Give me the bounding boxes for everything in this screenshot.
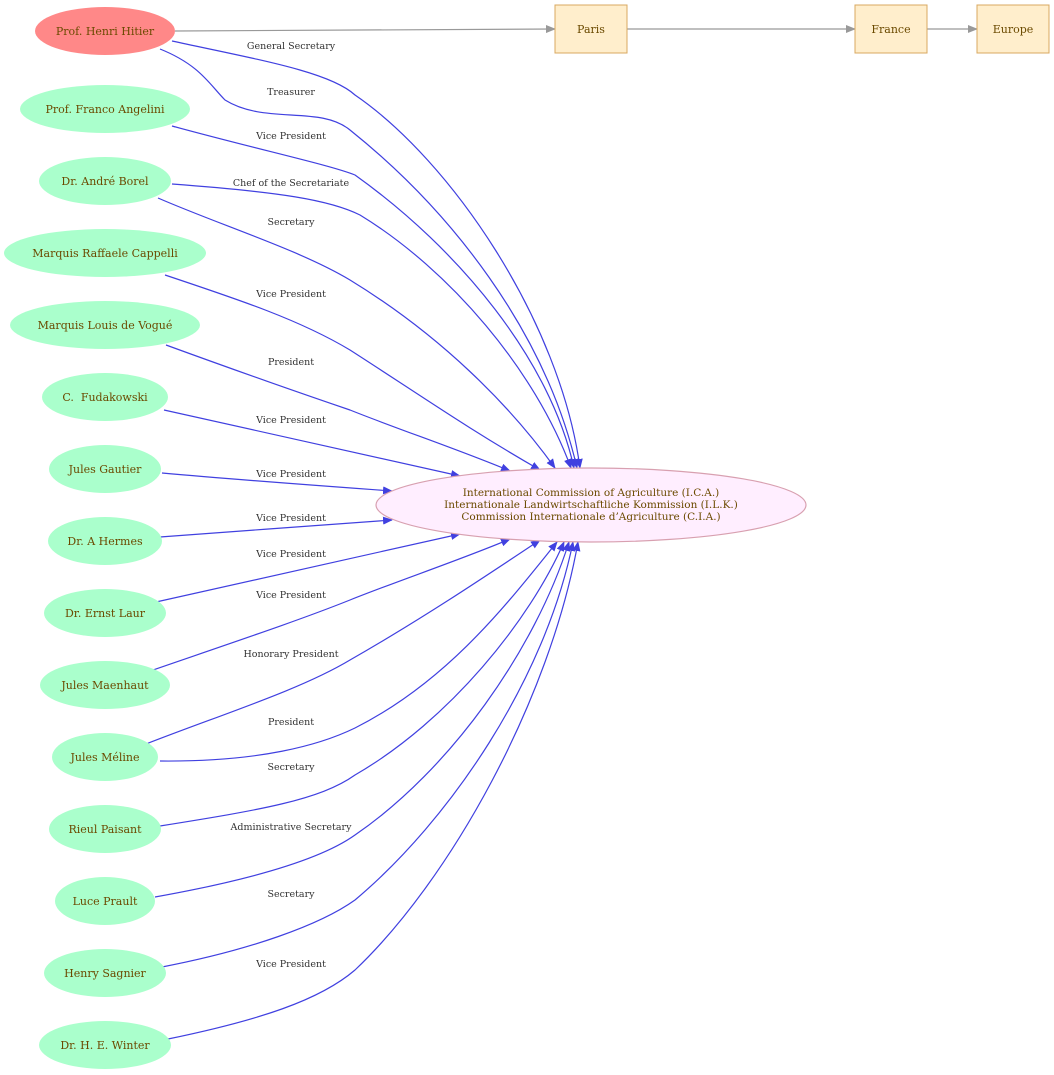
node-label-line: International Commission of Agriculture … bbox=[463, 487, 720, 499]
edge-vogue-president bbox=[165, 344, 511, 472]
edge-label: General Secretary bbox=[247, 41, 336, 52]
edge-label: Vice President bbox=[255, 469, 326, 480]
edge-label: Vice President bbox=[255, 590, 326, 601]
edge-hitier-treasurer bbox=[159, 48, 579, 469]
node-person[interactable]: C. Fudakowski bbox=[42, 373, 168, 421]
node-person[interactable]: Dr. A Hermes bbox=[48, 517, 162, 565]
node-person[interactable]: Jules Gautier bbox=[49, 445, 161, 493]
node-person[interactable]: Jules Maenhaut bbox=[40, 661, 170, 709]
node-shape bbox=[35, 7, 175, 55]
edge-label: Honorary President bbox=[243, 649, 338, 660]
node-person[interactable]: Henry Sagnier bbox=[44, 949, 166, 997]
node-label: Dr. Ernst Laur bbox=[65, 607, 146, 620]
node-shape bbox=[976, 4, 1050, 54]
edge-sagnier-secretary bbox=[161, 541, 576, 968]
node-person[interactable]: Jules Méline bbox=[52, 733, 158, 781]
edge-fudakowski-vice-president bbox=[163, 409, 461, 478]
edge-label: Vice President bbox=[255, 549, 326, 560]
edge-label: Vice President bbox=[255, 959, 326, 970]
node-label: C. Fudakowski bbox=[62, 391, 148, 404]
edge-label: Vice President bbox=[255, 415, 326, 426]
edge-hermes-vice-president bbox=[159, 516, 393, 538]
node-shape bbox=[42, 373, 168, 421]
node-place-france[interactable]: France bbox=[854, 4, 928, 54]
node-shape bbox=[10, 301, 200, 349]
node-label: Paris bbox=[577, 23, 605, 36]
node-place-europe[interactable]: Europe bbox=[976, 4, 1050, 54]
node-shape bbox=[854, 4, 928, 54]
node-person[interactable]: Dr. H. E. Winter bbox=[39, 1021, 171, 1069]
node-shape bbox=[55, 877, 155, 925]
edge-label: Secretary bbox=[267, 889, 315, 900]
node-shape bbox=[39, 157, 171, 205]
edge-label: Secretary bbox=[267, 217, 315, 228]
node-shape bbox=[49, 445, 161, 493]
node-person[interactable]: Prof. Franco Angelini bbox=[20, 85, 190, 133]
node-shape bbox=[20, 85, 190, 133]
node-shape bbox=[4, 229, 206, 277]
edge-label: Secretary bbox=[267, 762, 315, 773]
node-main-person[interactable]: Prof. Henri Hitier bbox=[35, 7, 175, 55]
edge-winter-vice-president bbox=[167, 541, 581, 1040]
node-label: Marquis Raffaele Cappelli bbox=[32, 247, 178, 260]
edge-label: Vice President bbox=[255, 289, 326, 300]
edge-angelini-vice-president bbox=[171, 125, 576, 469]
edge-meline-honorary-president bbox=[145, 539, 541, 745]
node-shape bbox=[554, 4, 628, 54]
node-shape bbox=[44, 949, 166, 997]
edge-label: Vice President bbox=[255, 513, 326, 524]
node-shape bbox=[40, 661, 170, 709]
node-label: Rieul Paisant bbox=[68, 823, 142, 836]
node-person[interactable]: Marquis Louis de Vogué bbox=[10, 301, 200, 349]
node-person[interactable]: Rieul Paisant bbox=[49, 805, 161, 853]
node-label: Dr. H. E. Winter bbox=[60, 1039, 150, 1052]
edge-label: Chef of the Secretariate bbox=[233, 178, 350, 189]
node-label: Henry Sagnier bbox=[64, 967, 146, 980]
edge-paisant-secretary bbox=[159, 541, 565, 827]
edge-label: Treasurer bbox=[267, 87, 315, 98]
node-label: Dr. A Hermes bbox=[67, 535, 143, 548]
edge-label: Vice President bbox=[255, 131, 326, 142]
node-person[interactable]: Dr. André Borel bbox=[39, 157, 171, 205]
node-label: Luce Prault bbox=[73, 895, 138, 908]
node-shape bbox=[375, 467, 807, 543]
node-shape bbox=[44, 589, 166, 637]
edge-hitier-general-secretary bbox=[171, 40, 583, 469]
node-person[interactable]: Marquis Raffaele Cappelli bbox=[4, 229, 206, 277]
node-label: Jules Gautier bbox=[68, 463, 143, 476]
edge-laur-vice-president bbox=[155, 532, 461, 603]
edge-label: President bbox=[268, 717, 314, 728]
edge-label: President bbox=[268, 357, 314, 368]
edge-meline-president bbox=[159, 541, 558, 762]
node-person[interactable]: Luce Prault bbox=[55, 877, 155, 925]
node-label-line: Commission Internationale d’Agriculture … bbox=[461, 511, 720, 523]
edge-borel-secretary bbox=[157, 197, 556, 469]
node-label: Prof. Henri Hitier bbox=[56, 25, 155, 38]
node-label: Marquis Louis de Vogué bbox=[38, 319, 173, 332]
node-shape bbox=[39, 1021, 171, 1069]
node-label: Prof. Franco Angelini bbox=[46, 103, 165, 116]
edge-prault-administrative-secretary bbox=[154, 541, 571, 898]
node-label: Jules Maenhaut bbox=[60, 679, 149, 692]
node-shape bbox=[48, 517, 162, 565]
edge-cappelli-vice-president bbox=[164, 274, 541, 471]
node-label: Jules Méline bbox=[69, 751, 139, 764]
edge-maenhaut-vice-president bbox=[149, 538, 511, 672]
node-label: Europe bbox=[993, 23, 1034, 36]
edge-hitier-paris bbox=[174, 25, 556, 34]
node-shape bbox=[52, 733, 158, 781]
node-commission[interactable]: International Commission of Agriculture … bbox=[375, 467, 807, 543]
node-label-line: Internationale Landwirtschaftliche Kommi… bbox=[444, 499, 738, 511]
edge-borel-chef-secretariate bbox=[171, 183, 572, 469]
edge-gautier-vice-president bbox=[161, 472, 393, 495]
edge-label: Administrative Secretary bbox=[230, 822, 353, 833]
node-person[interactable]: Dr. Ernst Laur bbox=[44, 589, 166, 637]
node-place-paris[interactable]: Paris bbox=[554, 4, 628, 54]
node-shape bbox=[49, 805, 161, 853]
node-label: Dr. André Borel bbox=[61, 175, 149, 188]
node-label: France bbox=[871, 23, 910, 36]
